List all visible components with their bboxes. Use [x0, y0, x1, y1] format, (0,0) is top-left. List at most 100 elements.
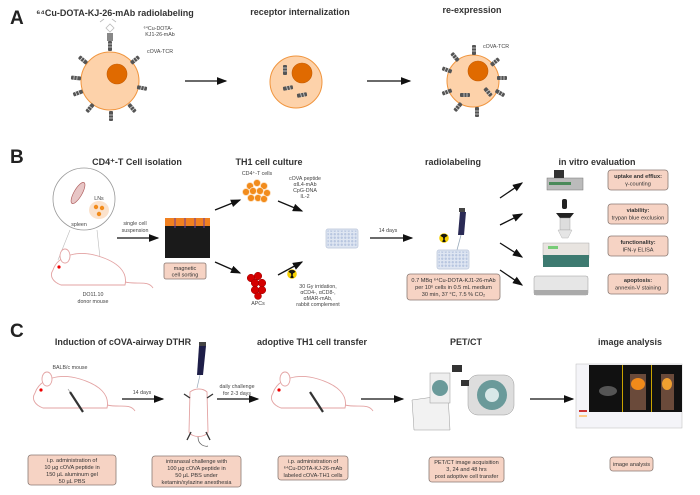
challenge-label-2: for 2-3 days: [223, 391, 251, 397]
image-analysis-screenshot: [575, 363, 683, 429]
pipette-icon: [196, 342, 206, 389]
syringe-icon: [67, 388, 84, 413]
cd4-cells-label: CD4⁺-T cells: [242, 171, 273, 177]
treatment-text: 30 Gy irridation,: [299, 284, 336, 290]
box-text: intranasal challenge with: [166, 459, 227, 465]
condition-text: per 10⁶ cells in 0.5 mL medium: [415, 284, 492, 291]
supine-mouse: [183, 388, 214, 447]
arrow-b3: [214, 261, 242, 274]
treatment-text: αMAR-mAb,: [304, 296, 333, 302]
arrow-b2: [214, 199, 242, 211]
cell-transfer-box: i.p. administration of ⁶⁴Cu-DOTA-KJ-26-m…: [277, 455, 349, 481]
recipient-mouse: [270, 371, 374, 412]
box-text: PET/CT image acquisition: [434, 460, 499, 466]
evaluation-box-uptake: uptake and efflux: γ-counting: [607, 169, 669, 191]
evaluation-title: apoptosis:: [624, 278, 652, 284]
elisa-reader-icon: [542, 242, 590, 267]
apcs-label: APCs: [251, 301, 265, 307]
reagent-text: αIL4-mAb: [293, 182, 316, 188]
re-expressing-t-cell: [441, 44, 508, 118]
panel-label-a: A: [10, 8, 24, 29]
title-image-analysis: image analysis: [598, 337, 662, 347]
evaluation-box-viability: viability: trypan blue exclusion: [607, 203, 669, 225]
box-text: 150 µL aluminum gel: [46, 472, 98, 478]
radiation-icon: [439, 233, 449, 243]
microscope-icon: [556, 199, 574, 239]
radiation-icon: [287, 269, 297, 279]
title-radiolabeling-a: ⁶⁴Cu-DOTA-KJ-26-mAb radiolabeling: [36, 8, 193, 18]
antibody-icon: [99, 18, 117, 41]
arrow-eval-4: [499, 269, 524, 286]
sorting-label-2: cell sorting: [172, 273, 199, 279]
pet-ct-scanner-image: [411, 365, 515, 431]
title-in-vitro-evaluation: in vitro evaluation: [558, 157, 635, 167]
reagent-text: CpG-DNA: [293, 188, 317, 194]
box-text: i.p. administration of: [47, 458, 98, 464]
labeled-t-cell: [70, 18, 148, 122]
arrow-eval-2: [499, 213, 524, 226]
evaluation-method: annexin-V staining: [615, 286, 661, 292]
arrow-eval-3: [499, 242, 524, 258]
box-text: ketamin/xylazine anesthesia: [162, 480, 233, 486]
organ-magnifier: [52, 167, 116, 261]
evaluation-box-apoptosis: apoptosis: annexin-V staining: [607, 273, 669, 295]
evaluation-method: IFN-γ ELISA: [622, 248, 653, 254]
condition-text: 30 min, 37 °C, 7.5 % CO₂: [422, 292, 485, 298]
ip-administration-box: i.p. administration of 10 µg cOVA peptid…: [27, 454, 117, 486]
condition-text: 0.7 MBq ⁶⁴Cu-DOTA-KJ1-26-mAb: [411, 277, 495, 284]
cd4-cells-cluster: [242, 179, 271, 203]
evaluation-method: γ-counting: [625, 182, 651, 188]
pet-ct-acquisition-box: PET/CT image acquisition 3, 24 and 48 hr…: [428, 456, 505, 483]
title-receptor-internalization: receptor internalization: [250, 7, 350, 17]
gamma-counter-icon: [546, 170, 584, 191]
title-induction: Induction of cOVA-airway DTHR: [55, 337, 192, 347]
box-text: 50 µL PBS under: [175, 473, 218, 479]
radiolabeling-conditions-box: [406, 273, 501, 301]
box-text: post adoptive cell transfer: [435, 474, 499, 480]
spleen-label: spleen: [71, 222, 87, 228]
magnetic-sorter-icon: [165, 218, 210, 258]
box-text: 3, 24 and 48 hrs: [446, 467, 487, 473]
box-text: 50 µL PBS: [59, 479, 86, 485]
reagent-text: cOVA peptide: [289, 176, 321, 182]
sorting-box: [163, 262, 207, 280]
tcr-label: cOVA-TCR: [147, 49, 173, 55]
spleen-icon: [70, 182, 86, 204]
pipette-icon: [456, 208, 466, 251]
title-cd4-isolation: CD4⁺-T Cell isolation: [92, 157, 182, 167]
nucleus: [106, 63, 128, 85]
reagent-text: IL-2: [300, 194, 309, 200]
lymph-nodes-icon: [89, 201, 109, 219]
labeling-plate-icon: [436, 249, 470, 270]
panel-label-b: B: [10, 147, 24, 168]
internalized-t-cell: [269, 55, 323, 109]
antibody-label-2: KJ1-26-mAb: [145, 32, 174, 38]
suspension-label: single cell: [123, 221, 146, 227]
image-analysis-box: image analysis: [609, 456, 654, 472]
box-text: labeled cOVA-TH1 cells: [284, 473, 343, 479]
culture-plate-icon: [325, 228, 359, 249]
days-label-b: 14 days: [379, 228, 398, 234]
title-pet-ct: PET/CT: [450, 337, 483, 347]
challenge-label: daily challenge: [219, 384, 254, 390]
evaluation-title: functionality:: [620, 240, 655, 246]
evaluation-title: viability:: [627, 208, 650, 214]
syringe-icon: [309, 391, 324, 413]
balbc-mouse: [32, 371, 136, 412]
title-re-expression: re-expression: [442, 5, 501, 15]
evaluation-method: trypan blue exclusion: [612, 216, 665, 222]
balbc-mouse-label: BALB/c mouse: [52, 365, 87, 371]
title-th1-culture: TH1 cell culture: [235, 157, 302, 167]
arrow-b5: [277, 261, 304, 276]
flow-cytometer-icon: [533, 275, 589, 296]
evaluation-box-functionality: functionality: IFN-γ ELISA: [607, 235, 669, 257]
arrow-b4: [277, 200, 304, 212]
days-label-c: 14 days: [133, 390, 152, 396]
antibody-label: ⁶⁴Cu-DOTA-: [143, 26, 172, 32]
box-text: image analysis: [613, 462, 650, 468]
box-text: ⁶⁴Cu-DOTA-KJ-26-mAb: [284, 465, 343, 472]
evaluation-title: uptake and efflux:: [614, 174, 662, 180]
culture-reagents: cOVA peptide αIL4-mAb CpG-DNA IL-2: [289, 176, 321, 200]
panel-label-c: C: [10, 321, 24, 342]
